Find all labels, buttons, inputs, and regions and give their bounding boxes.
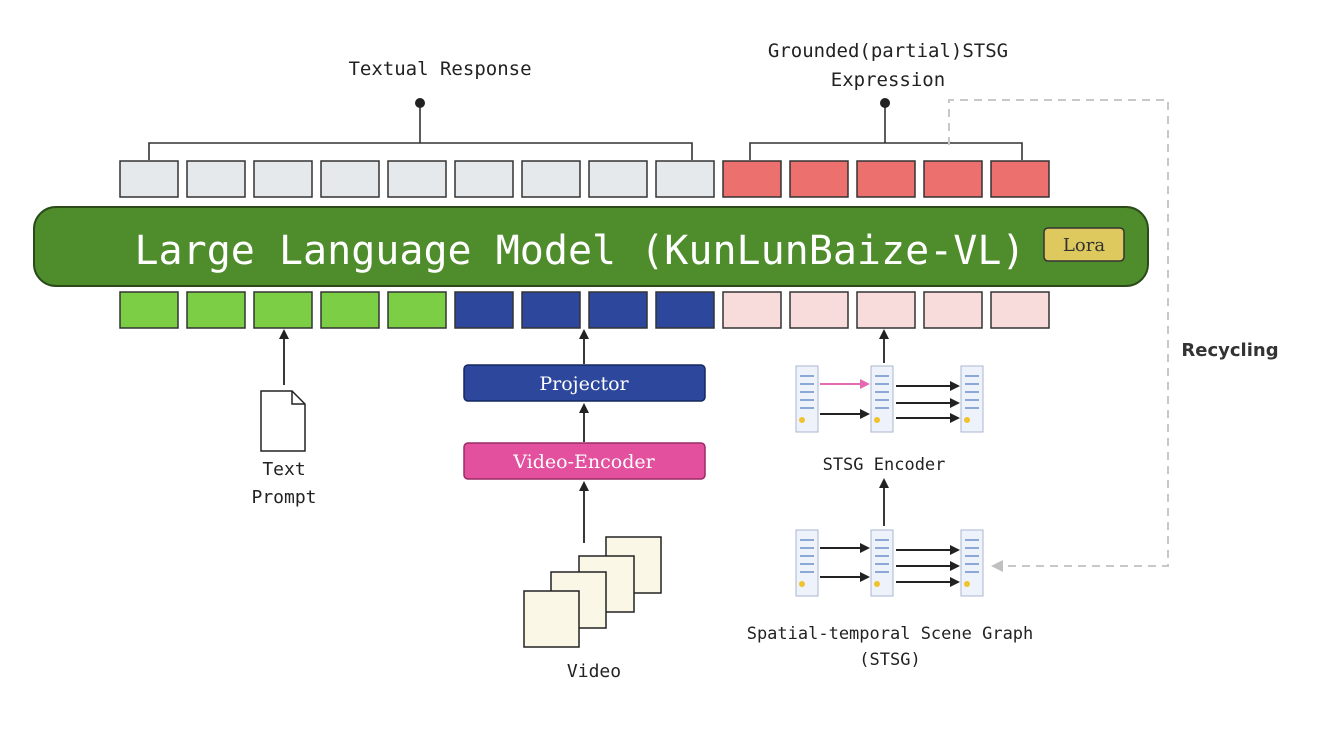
stsg-encoder-label: STSG Encoder bbox=[823, 455, 946, 475]
projector-label: Projector bbox=[539, 373, 629, 395]
lora-badge bbox=[1043, 227, 1125, 262]
input-stsg-token bbox=[856, 291, 916, 329]
output-text-token bbox=[521, 160, 581, 198]
video-label: Video bbox=[567, 661, 621, 682]
grounded-label-line2: Expression bbox=[831, 69, 945, 91]
textual-response-label: Textual Response bbox=[348, 58, 531, 80]
input-text-token bbox=[387, 291, 447, 329]
video-frames-icon bbox=[523, 536, 662, 648]
recycling-loop bbox=[948, 99, 1169, 572]
document-icon bbox=[260, 390, 306, 452]
input-video-token bbox=[588, 291, 648, 329]
grounded-label-line1: Grounded(partial)STSG bbox=[768, 40, 1008, 62]
video-encoder-label: Video-Encoder bbox=[512, 451, 655, 473]
stsg-label-line2: (STSG) bbox=[859, 650, 920, 670]
text-prompt-label-line1: Text bbox=[262, 459, 305, 480]
output-stsg-token bbox=[722, 160, 782, 198]
output-stsg-token bbox=[789, 160, 849, 198]
input-text-token bbox=[320, 291, 380, 329]
stsg-label-line1: Spatial-temporal Scene Graph bbox=[747, 624, 1034, 644]
input-text-token bbox=[253, 291, 313, 329]
output-stsg-token bbox=[990, 160, 1050, 198]
output-stsg-token bbox=[856, 160, 916, 198]
lora-label: Lora bbox=[1063, 235, 1105, 256]
llm-block bbox=[33, 206, 1149, 287]
input-stsg-token bbox=[722, 291, 782, 329]
output-text-token bbox=[253, 160, 313, 198]
input-token-row bbox=[119, 291, 1050, 329]
grounded-dot bbox=[880, 98, 890, 108]
input-video-token bbox=[655, 291, 715, 329]
output-text-token bbox=[119, 160, 179, 198]
input-text-token bbox=[186, 291, 246, 329]
input-video-token bbox=[454, 291, 514, 329]
output-text-token bbox=[588, 160, 648, 198]
input-stsg-token bbox=[789, 291, 849, 329]
output-text-token bbox=[387, 160, 447, 198]
textual-response-dot bbox=[415, 98, 425, 108]
text-prompt-label-line2: Prompt bbox=[251, 487, 316, 508]
textual-response-bracket bbox=[148, 142, 693, 160]
input-text-token bbox=[119, 291, 179, 329]
output-text-token bbox=[186, 160, 246, 198]
input-stsg-token bbox=[923, 291, 983, 329]
document-fold bbox=[291, 391, 305, 405]
recycling-label: Recycling bbox=[1181, 340, 1278, 361]
video-encoder-block bbox=[463, 442, 706, 480]
projector-block bbox=[463, 364, 706, 402]
output-text-token bbox=[320, 160, 380, 198]
llm-title: Large Language Model (KunLunBaize-VL) bbox=[134, 228, 1025, 274]
input-stsg-token bbox=[990, 291, 1050, 329]
stsg-encoder-graphic bbox=[795, 365, 984, 433]
output-token-row bbox=[119, 160, 1050, 198]
output-text-token bbox=[655, 160, 715, 198]
grounded-bracket bbox=[749, 142, 1023, 160]
stsg-graphic bbox=[795, 529, 984, 597]
output-stsg-token bbox=[923, 160, 983, 198]
output-text-token bbox=[454, 160, 514, 198]
input-video-token bbox=[521, 291, 581, 329]
